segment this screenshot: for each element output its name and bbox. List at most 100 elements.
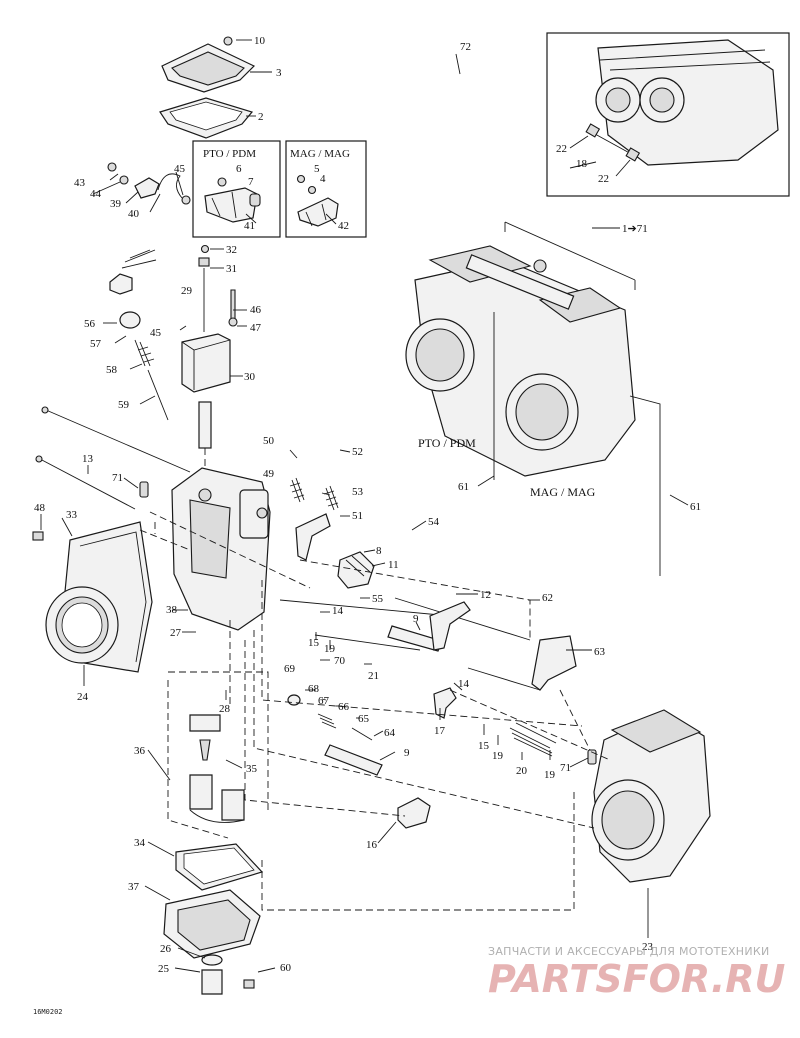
label-65: 65: [358, 713, 370, 725]
label-22-a: 22: [556, 143, 567, 155]
label-63: 63: [594, 646, 606, 658]
label-40: 40: [128, 208, 140, 220]
leader-lines: [40, 39, 689, 973]
label-19-a: 19: [324, 643, 336, 655]
label-7: 7: [248, 176, 254, 188]
bushing-part-9-lower: [324, 744, 383, 776]
bracket-1-71: [504, 221, 636, 290]
label-53: 53: [352, 486, 364, 498]
label-41: 41: [244, 220, 255, 232]
intake-tube-part-24: [45, 586, 119, 664]
label-60: 60: [280, 962, 292, 974]
label-35: 35: [246, 763, 258, 775]
inset-box-rear-assembly: [546, 32, 790, 197]
label-38: 38: [166, 604, 178, 616]
label-9-b: 9: [404, 747, 410, 759]
screw-part-48: [32, 531, 44, 541]
label-25: 25: [158, 963, 170, 975]
lever-part-17: [433, 687, 457, 719]
carburetor-assembly-top-right: [405, 245, 636, 477]
label-15-a: 15: [308, 637, 320, 649]
float-assembly-part-36: [189, 714, 245, 823]
inset-box-mag: MAG / MAG: [285, 140, 367, 238]
label-12: 12: [480, 589, 491, 601]
label-17: 17: [434, 725, 446, 737]
label-39: 39: [110, 198, 122, 210]
label-9-a: 9: [413, 613, 419, 625]
label-58: 58: [106, 364, 118, 376]
needle-jet-part: [198, 401, 212, 476]
choke-plunger-parts-56-59: [109, 249, 169, 421]
bushing-part-9-upper: [387, 625, 443, 652]
label-14-b: 14: [458, 678, 470, 690]
label-57: 57: [90, 338, 102, 350]
float-bowl-part-37: [163, 889, 261, 959]
figure-code: 16M0202: [33, 1008, 63, 1016]
label-66: 66: [338, 701, 350, 713]
label-28: 28: [219, 703, 231, 715]
label-68: 68: [308, 683, 320, 695]
label-64: 64: [384, 727, 396, 739]
label-8: 8: [376, 545, 382, 557]
label-23: 23: [642, 941, 654, 953]
label-27: 27: [170, 627, 182, 639]
drain-parts-25-26: [201, 954, 255, 995]
label-24: 24: [77, 691, 89, 703]
label-2: 2: [258, 111, 264, 123]
rods-part-13: [35, 406, 191, 510]
label-21: 21: [368, 670, 379, 682]
label-45-a: 45: [174, 163, 186, 175]
label-52: 52: [352, 446, 363, 458]
label-4: 4: [320, 173, 326, 185]
label-19-c: 19: [544, 769, 556, 781]
label-51: 51: [352, 510, 363, 522]
label-32: 32: [226, 244, 237, 256]
carburetor-body-left: [171, 467, 271, 631]
lever-part-12: [429, 601, 471, 651]
label-67: 67: [318, 695, 330, 707]
caption-pto-pdm: PTO / PDM: [418, 436, 476, 450]
label-19-b: 19: [492, 750, 504, 762]
inset-box-pto: PTO / PDM: [192, 140, 281, 238]
label-14-a: 14: [332, 605, 344, 617]
needle-jet-parts-29-32: [198, 244, 238, 332]
linkage-parts-39-45: [107, 162, 191, 205]
label-45-b: 45: [150, 327, 162, 339]
label-15-b: 15: [478, 740, 490, 752]
label-61-b: 61: [690, 501, 701, 513]
label-22-b: 22: [598, 173, 609, 185]
top-cover-part-3: [161, 36, 256, 93]
label-31: 31: [226, 263, 237, 275]
hose-part-61-right: [629, 395, 661, 576]
label-16: 16: [366, 839, 378, 851]
label-47: 47: [250, 322, 262, 334]
watermark-brand: PARTSFOR.RU: [488, 957, 786, 1001]
gasket-part-2: [159, 97, 254, 139]
label-33: 33: [66, 509, 78, 521]
throttle-shafts: [279, 597, 541, 691]
spring-part-20: [509, 722, 557, 757]
label-46: 46: [250, 304, 262, 316]
label-54: 54: [428, 516, 440, 528]
part-labels: 10 3 2 72 22 18 22 1➔71 6 7 41 5 4 42 45…: [34, 35, 701, 975]
label-43: 43: [74, 177, 86, 189]
label-50: 50: [263, 435, 275, 447]
connector-part-16: [397, 797, 431, 829]
label-13: 13: [82, 453, 94, 465]
label-48: 48: [34, 502, 46, 514]
lever-part-63: [531, 635, 577, 691]
box-mag-title: MAG / MAG: [290, 148, 350, 160]
watermark: ЗАПЧАСТИ И АКСЕССУАРЫ ДЛЯ МОТОТЕХНИКИ PA…: [488, 945, 786, 1001]
label-59: 59: [118, 399, 130, 411]
label-34: 34: [134, 837, 146, 849]
label-1-71: 1➔71: [622, 223, 648, 235]
label-71-b: 71: [560, 762, 571, 774]
spring-parts-51-53: [289, 477, 339, 561]
box-pto-title: PTO / PDM: [203, 148, 256, 160]
label-29: 29: [181, 285, 193, 297]
label-49: 49: [263, 468, 275, 480]
label-42: 42: [338, 220, 349, 232]
label-37: 37: [128, 881, 140, 893]
